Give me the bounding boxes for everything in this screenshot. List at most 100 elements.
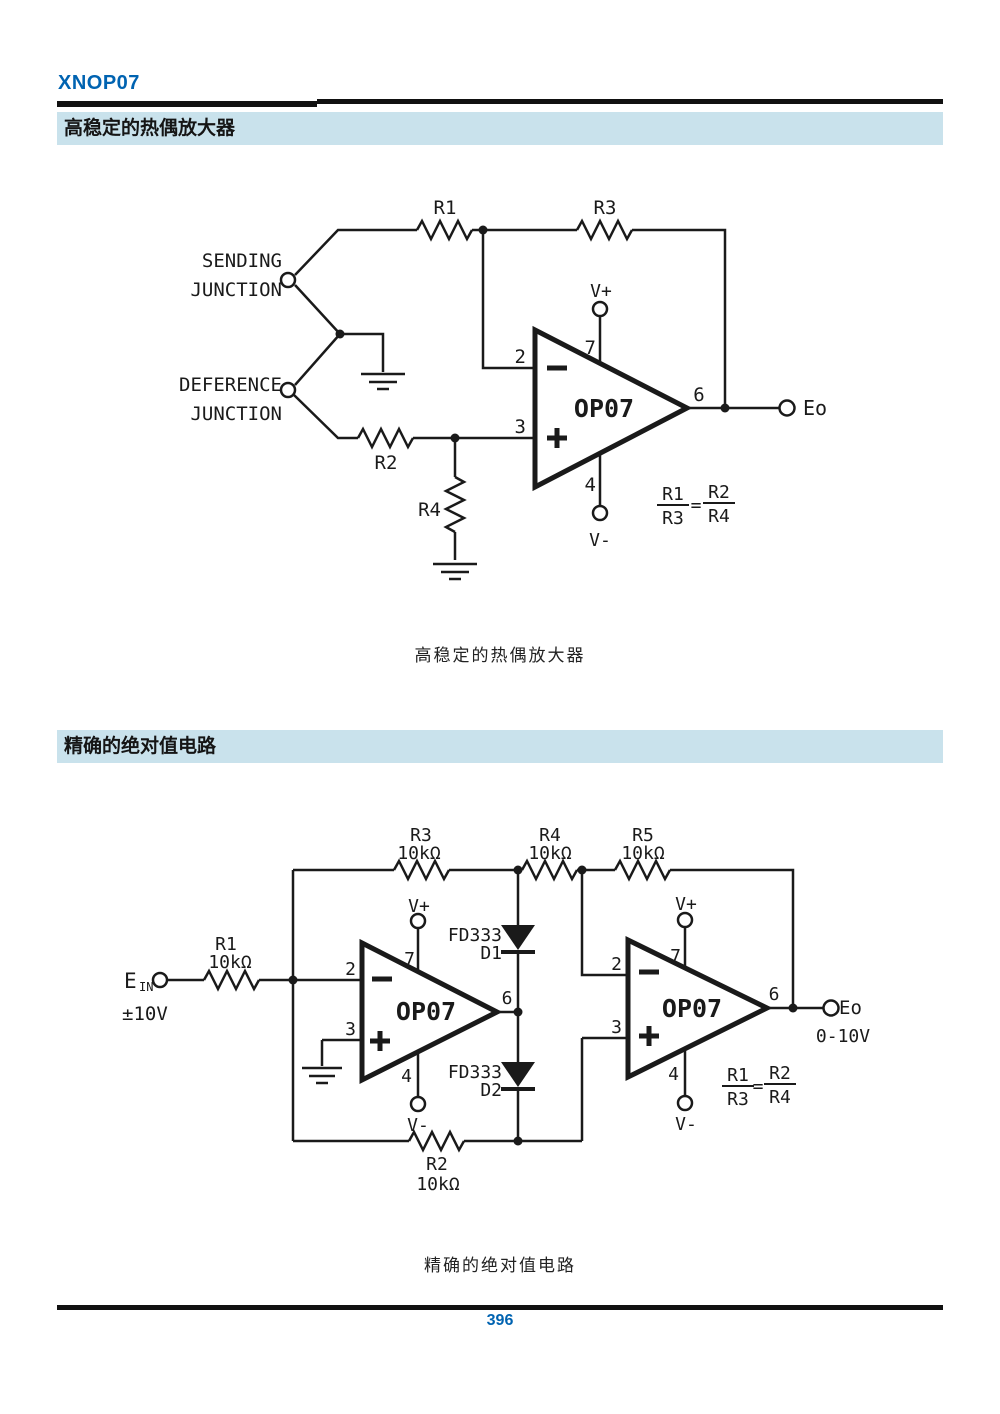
section2-banner-title: 精确的绝对值电路 xyxy=(64,735,217,757)
c1-formula-equals: = xyxy=(691,495,702,516)
c1-wires xyxy=(293,228,779,560)
c1-deference-label-line1: DEFERENCE xyxy=(179,374,282,396)
c2-r2-value: 10kΩ xyxy=(416,1174,460,1195)
c2-output-range-label: 0-10V xyxy=(816,1026,870,1047)
c2-diode-d1-icon xyxy=(501,925,535,954)
c2-d2-label: D2 xyxy=(480,1080,502,1101)
c1-output-label: Eo xyxy=(803,396,827,420)
header-rule-left xyxy=(57,101,317,107)
section2-caption: 精确的绝对值电路 xyxy=(424,1256,576,1276)
c2-wires xyxy=(167,868,823,1143)
c2-opamp2-vminus-terminal xyxy=(676,1094,694,1112)
c1-deference-label-line2: JUNCTION xyxy=(190,403,282,425)
header-rule-right xyxy=(317,99,943,104)
c2-opamp2-pin2-label: 2 xyxy=(611,954,622,975)
c1-vplus-label: V+ xyxy=(590,281,612,302)
c1-resistor-r4 xyxy=(443,475,467,534)
c2-opamp1-vplus-label: V+ xyxy=(408,896,430,917)
c2-junction-dot xyxy=(288,975,298,985)
c1-r2-label: R2 xyxy=(375,452,398,474)
c2-opamp2-pin7-label: 7 xyxy=(670,946,681,967)
c1-r4-label: R4 xyxy=(418,499,441,521)
c2-opamp2-vplus-label: V+ xyxy=(675,894,697,915)
c1-pin4-label: 4 xyxy=(585,474,596,496)
c2-r1-value: 10kΩ xyxy=(208,952,252,973)
thermocouple-amplifier-schematic: SENDING JUNCTION DEFERENCE JUNCTION R1 R… xyxy=(179,197,827,581)
c2-opamp2-pin6-label: 6 xyxy=(769,984,780,1005)
c1-pin3-label: 3 xyxy=(515,416,526,438)
c2-opamp2-vminus-label: V- xyxy=(675,1114,697,1135)
c2-formula-num2: R2 xyxy=(769,1063,791,1084)
c1-r3-label: R3 xyxy=(594,197,617,219)
c1-resistor-r1 xyxy=(415,218,474,242)
c2-formula-num1: R1 xyxy=(727,1065,749,1086)
c1-output-terminal xyxy=(778,399,796,417)
c2-output-terminal xyxy=(822,999,840,1017)
c1-ground-r4-icon xyxy=(433,562,477,581)
c1-junction-dot xyxy=(450,433,460,443)
c1-resistor-r3 xyxy=(575,218,634,242)
c2-resistor-r1 xyxy=(202,968,261,992)
c2-ground-icon xyxy=(302,1066,342,1085)
c1-noninverting-input-icon xyxy=(547,428,567,448)
c2-d1-label: D1 xyxy=(480,943,502,964)
c2-r4-value: 10kΩ xyxy=(528,843,572,864)
c2-diode-d2-icon xyxy=(501,1062,535,1091)
c2-opamp1-pin4-label: 4 xyxy=(401,1066,412,1087)
c2-opamp1-pin3-label: 3 xyxy=(345,1019,356,1040)
c2-resistor-r4 xyxy=(520,858,579,882)
section1-banner: 高稳定的热偶放大器 xyxy=(57,112,943,145)
c2-d2-part-label: FD333 xyxy=(448,1062,502,1083)
c1-junction-dot xyxy=(720,403,730,413)
c2-d1-part-label: FD333 xyxy=(448,925,502,946)
c2-opamp1-noninverting-input-icon xyxy=(370,1031,390,1051)
c1-vminus-label: V- xyxy=(589,530,611,551)
c2-opamp1-pin6-label: 6 xyxy=(502,988,513,1009)
c2-opamp2-triangle xyxy=(625,935,773,1082)
c2-formula-den2: R4 xyxy=(769,1087,791,1108)
c2-r3-label: R3 xyxy=(410,825,432,846)
c2-opamp2-pin3-label: 3 xyxy=(611,1017,622,1038)
c2-opamp1-vminus-terminal xyxy=(409,1095,427,1113)
section2-banner: 精确的绝对值电路 xyxy=(57,730,943,763)
c2-r2-label: R2 xyxy=(426,1154,448,1175)
c2-formula-den1: R3 xyxy=(727,1089,749,1110)
absolute-value-circuit-schematic: E IN ±10V R1 10kΩ R3 10kΩ R4 10kΩ R5 10k… xyxy=(122,825,870,1195)
c2-input-terminal xyxy=(151,971,169,989)
c2-junction-dot xyxy=(788,1003,798,1013)
c2-input-range-label: ±10V xyxy=(122,1003,168,1025)
c2-opamp2-pin4-label: 4 xyxy=(668,1064,679,1085)
c2-opamp2-label: OP07 xyxy=(662,994,722,1023)
c2-input-label: E xyxy=(124,969,137,993)
c1-pin6-label: 6 xyxy=(693,384,704,406)
section1-caption: 高稳定的热偶放大器 xyxy=(414,646,586,666)
c2-r3-value: 10kΩ xyxy=(397,843,441,864)
c2-opamp1-vminus-label: V- xyxy=(407,1115,429,1136)
c2-formula-equals: = xyxy=(753,1076,764,1097)
c1-opamp-label: OP07 xyxy=(574,394,634,423)
c1-vplus-terminal xyxy=(591,300,609,318)
c1-formula-num2: R2 xyxy=(708,482,730,503)
page-number: 396 xyxy=(486,1312,514,1329)
c1-deference-terminal xyxy=(279,381,297,399)
c2-resistor-r2 xyxy=(407,1129,466,1153)
section1-banner-title: 高稳定的热偶放大器 xyxy=(64,117,236,139)
c1-vminus-terminal xyxy=(591,504,609,522)
c2-r1-label: R1 xyxy=(215,934,237,955)
c2-junction-dot xyxy=(513,1007,523,1017)
c1-sending-label-line2: JUNCTION xyxy=(190,279,282,301)
c2-r5-value: 10kΩ xyxy=(621,843,665,864)
c2-resistor-r3 xyxy=(392,858,451,882)
c2-opamp1-vplus-terminal xyxy=(409,912,427,930)
c2-r5-label: R5 xyxy=(632,825,654,846)
c2-opamp1-triangle xyxy=(359,938,503,1085)
footer-rule xyxy=(57,1305,943,1310)
c2-opamp2-noninverting-input-icon xyxy=(639,1026,659,1046)
c2-opamp2-vplus-terminal xyxy=(676,911,694,929)
c2-junction-dot xyxy=(577,865,587,875)
c1-resistor-r2 xyxy=(356,426,415,450)
c2-opamp1-label: OP07 xyxy=(396,997,456,1026)
c1-formula-num1: R1 xyxy=(662,484,684,505)
c1-pin7-label: 7 xyxy=(585,337,596,359)
c1-gain-formula: R1 R3 = R2 R4 xyxy=(657,482,735,529)
